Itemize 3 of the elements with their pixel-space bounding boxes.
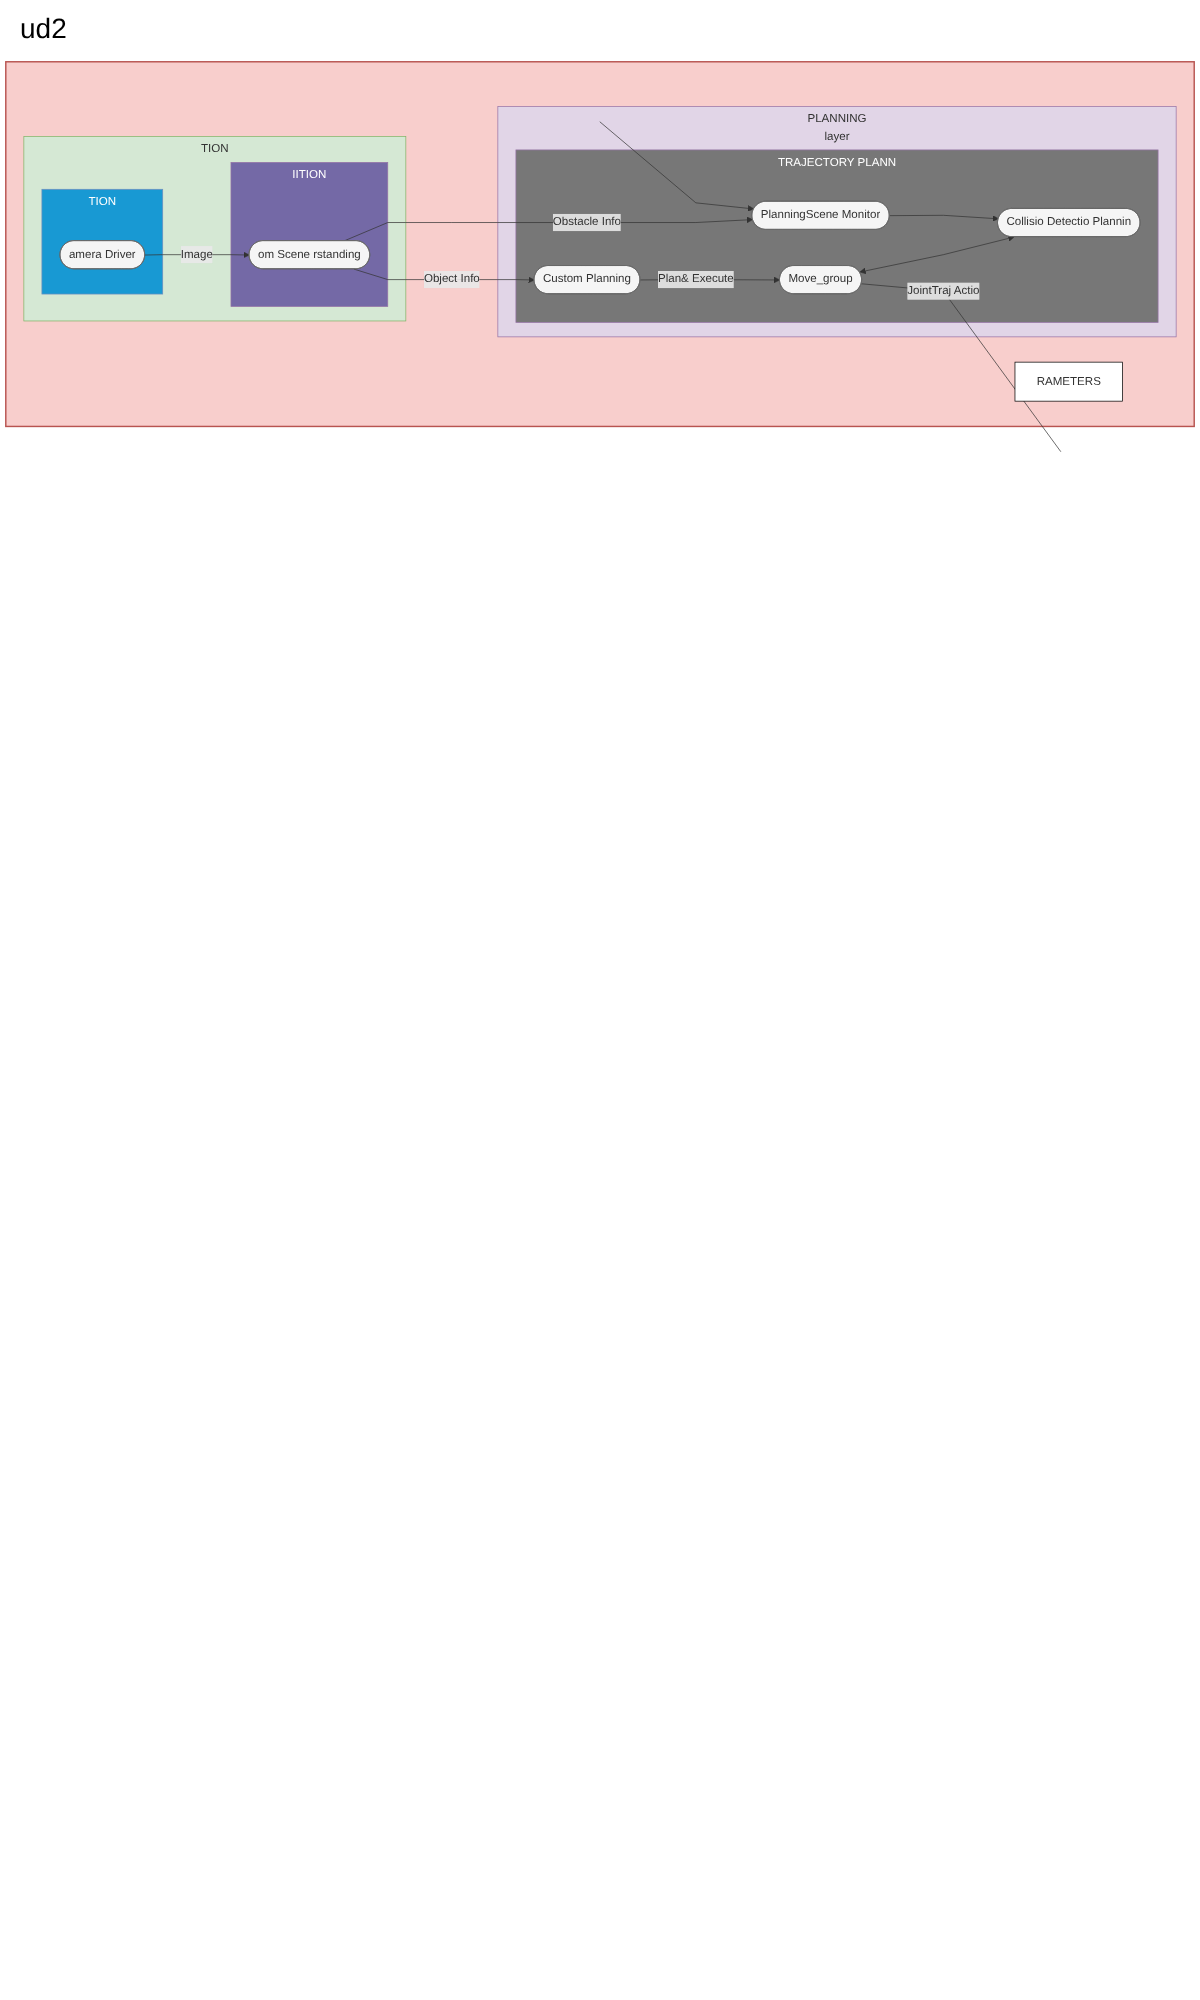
cluster — [5, 61, 1195, 428]
edge-label-text: ud2 — [20, 12, 69, 44]
arrow — [859, 235, 1015, 274]
